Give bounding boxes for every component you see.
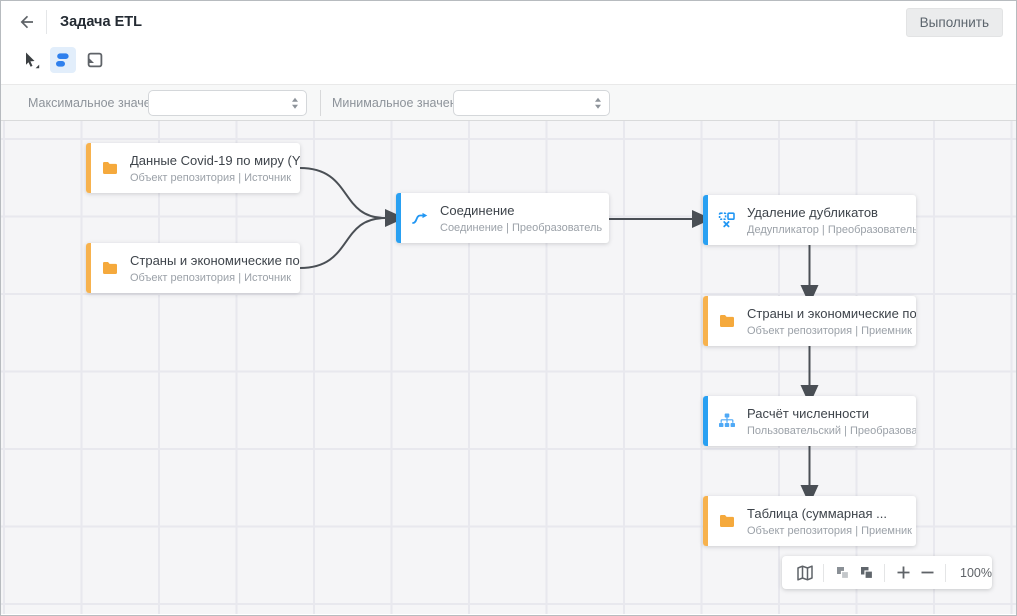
node-title: Соединение xyxy=(440,202,515,218)
min-value-spinner[interactable] xyxy=(595,97,601,109)
parameters-bar: Максимальное значение Минимальное значен… xyxy=(1,85,1016,121)
spinner-down-icon[interactable] xyxy=(595,104,601,109)
divider xyxy=(823,563,824,582)
folder-icon xyxy=(103,162,117,174)
pointer-icon xyxy=(25,52,39,68)
node-texts: Страны и экономические пок... Объект реп… xyxy=(130,253,300,284)
tool-palette xyxy=(18,47,108,73)
node-deduplicate[interactable]: Удаление дубликатов Дедупликатор | Преоб… xyxy=(703,195,916,245)
node-texts: Соединение Соединение | Преобразователь xyxy=(440,203,602,234)
node-subtitle: Объект репозитория | Источник xyxy=(130,171,292,184)
node-texts: Данные Covid-19 по миру (Yan... Объект р… xyxy=(130,153,300,184)
node-texts: Расчёт численности Пользовательский | Пр… xyxy=(747,406,916,437)
spinner-down-icon[interactable] xyxy=(292,104,298,109)
zoom-out-button[interactable] xyxy=(915,561,939,585)
node-source-covid[interactable]: Данные Covid-19 по миру (Yan... Объект р… xyxy=(86,143,300,193)
sitemap-icon xyxy=(719,413,735,427)
node-subtitle: Дедупликатор | Преобразователь xyxy=(747,223,916,236)
top-bar: Задача ETL Выполнить xyxy=(1,1,1016,85)
edge-source1-join xyxy=(299,167,405,227)
max-value-label: Максимальное значение xyxy=(28,96,172,110)
node-title: Данные Covid-19 по миру (Yan... xyxy=(130,152,300,168)
min-value-input[interactable] xyxy=(454,91,609,115)
node-join[interactable]: Соединение Соединение | Преобразователь xyxy=(396,193,609,243)
node-sink-table[interactable]: Таблица (суммарная ... Объект репозитори… xyxy=(703,496,916,546)
node-subtitle: Объект репозитория | Приемник xyxy=(747,524,912,537)
bring-to-front-icon xyxy=(860,567,873,580)
header-divider xyxy=(46,10,47,34)
min-value-label: Минимальное значение xyxy=(332,96,471,110)
node-calc-population[interactable]: Расчёт численности Пользовательский | Пр… xyxy=(703,396,916,446)
node-title: Страны и экономические пок... xyxy=(130,252,300,268)
folder-icon xyxy=(720,515,734,527)
fit-tool-button[interactable] xyxy=(82,47,108,73)
pointer-tool-button[interactable] xyxy=(18,47,44,73)
page-title: Задача ETL xyxy=(60,14,142,30)
arrow-back-icon xyxy=(20,15,33,29)
zoom-level: 100% xyxy=(960,565,992,580)
blocks-tool-button[interactable] xyxy=(50,47,76,73)
min-value-field[interactable] xyxy=(453,90,610,116)
zoom-out-icon xyxy=(921,571,933,574)
run-button[interactable]: Выполнить xyxy=(905,8,1003,37)
zoom-panel: 100% xyxy=(782,556,992,589)
node-subtitle: Объект репозитория | Приемник xyxy=(747,324,912,337)
divider xyxy=(884,563,885,582)
zoom-in-button[interactable] xyxy=(891,561,915,585)
node-title: Страны и экономические пок... xyxy=(747,305,916,321)
node-title: Расчёт численности xyxy=(747,405,870,421)
node-texts: Таблица (суммарная ... Объект репозитори… xyxy=(747,506,912,537)
node-texts: Страны и экономические пок... Объект реп… xyxy=(747,306,916,337)
bring-to-front-button[interactable] xyxy=(854,561,878,585)
node-title: Таблица (суммарная ... xyxy=(747,505,887,521)
fit-icon xyxy=(87,52,103,68)
divider xyxy=(945,563,946,582)
node-title: Удаление дубликатов xyxy=(747,204,878,220)
node-subtitle: Пользовательский | Преобразова... xyxy=(747,424,916,437)
folder-icon xyxy=(103,262,117,274)
join-icon xyxy=(412,212,428,224)
map-icon xyxy=(797,564,813,581)
node-texts: Удаление дубликатов Дедупликатор | Преоб… xyxy=(747,205,916,236)
send-to-back-button[interactable] xyxy=(830,561,854,585)
node-subtitle: Соединение | Преобразователь xyxy=(440,221,603,234)
max-value-spinner[interactable] xyxy=(292,97,298,109)
spinner-up-icon[interactable] xyxy=(595,97,601,102)
node-source-countries[interactable]: Страны и экономические пок... Объект реп… xyxy=(86,243,300,293)
params-divider xyxy=(320,90,321,116)
folder-icon xyxy=(720,315,734,327)
send-to-back-icon xyxy=(836,567,849,580)
zoom-in-icon xyxy=(897,566,909,579)
back-button[interactable] xyxy=(16,11,38,33)
graph-canvas[interactable]: Данные Covid-19 по миру (Yan... Объект р… xyxy=(1,121,1016,614)
node-sink-countries[interactable]: Страны и экономические пок... Объект реп… xyxy=(703,296,916,346)
node-subtitle: Объект репозитория | Источник xyxy=(130,271,292,284)
blocks-icon xyxy=(56,53,69,67)
minimap-button[interactable] xyxy=(793,561,817,585)
max-value-input[interactable] xyxy=(149,91,306,115)
spinner-up-icon[interactable] xyxy=(292,97,298,102)
deduplicate-icon xyxy=(718,212,735,228)
max-value-field[interactable] xyxy=(148,90,307,116)
edge-source2-join xyxy=(299,217,386,269)
